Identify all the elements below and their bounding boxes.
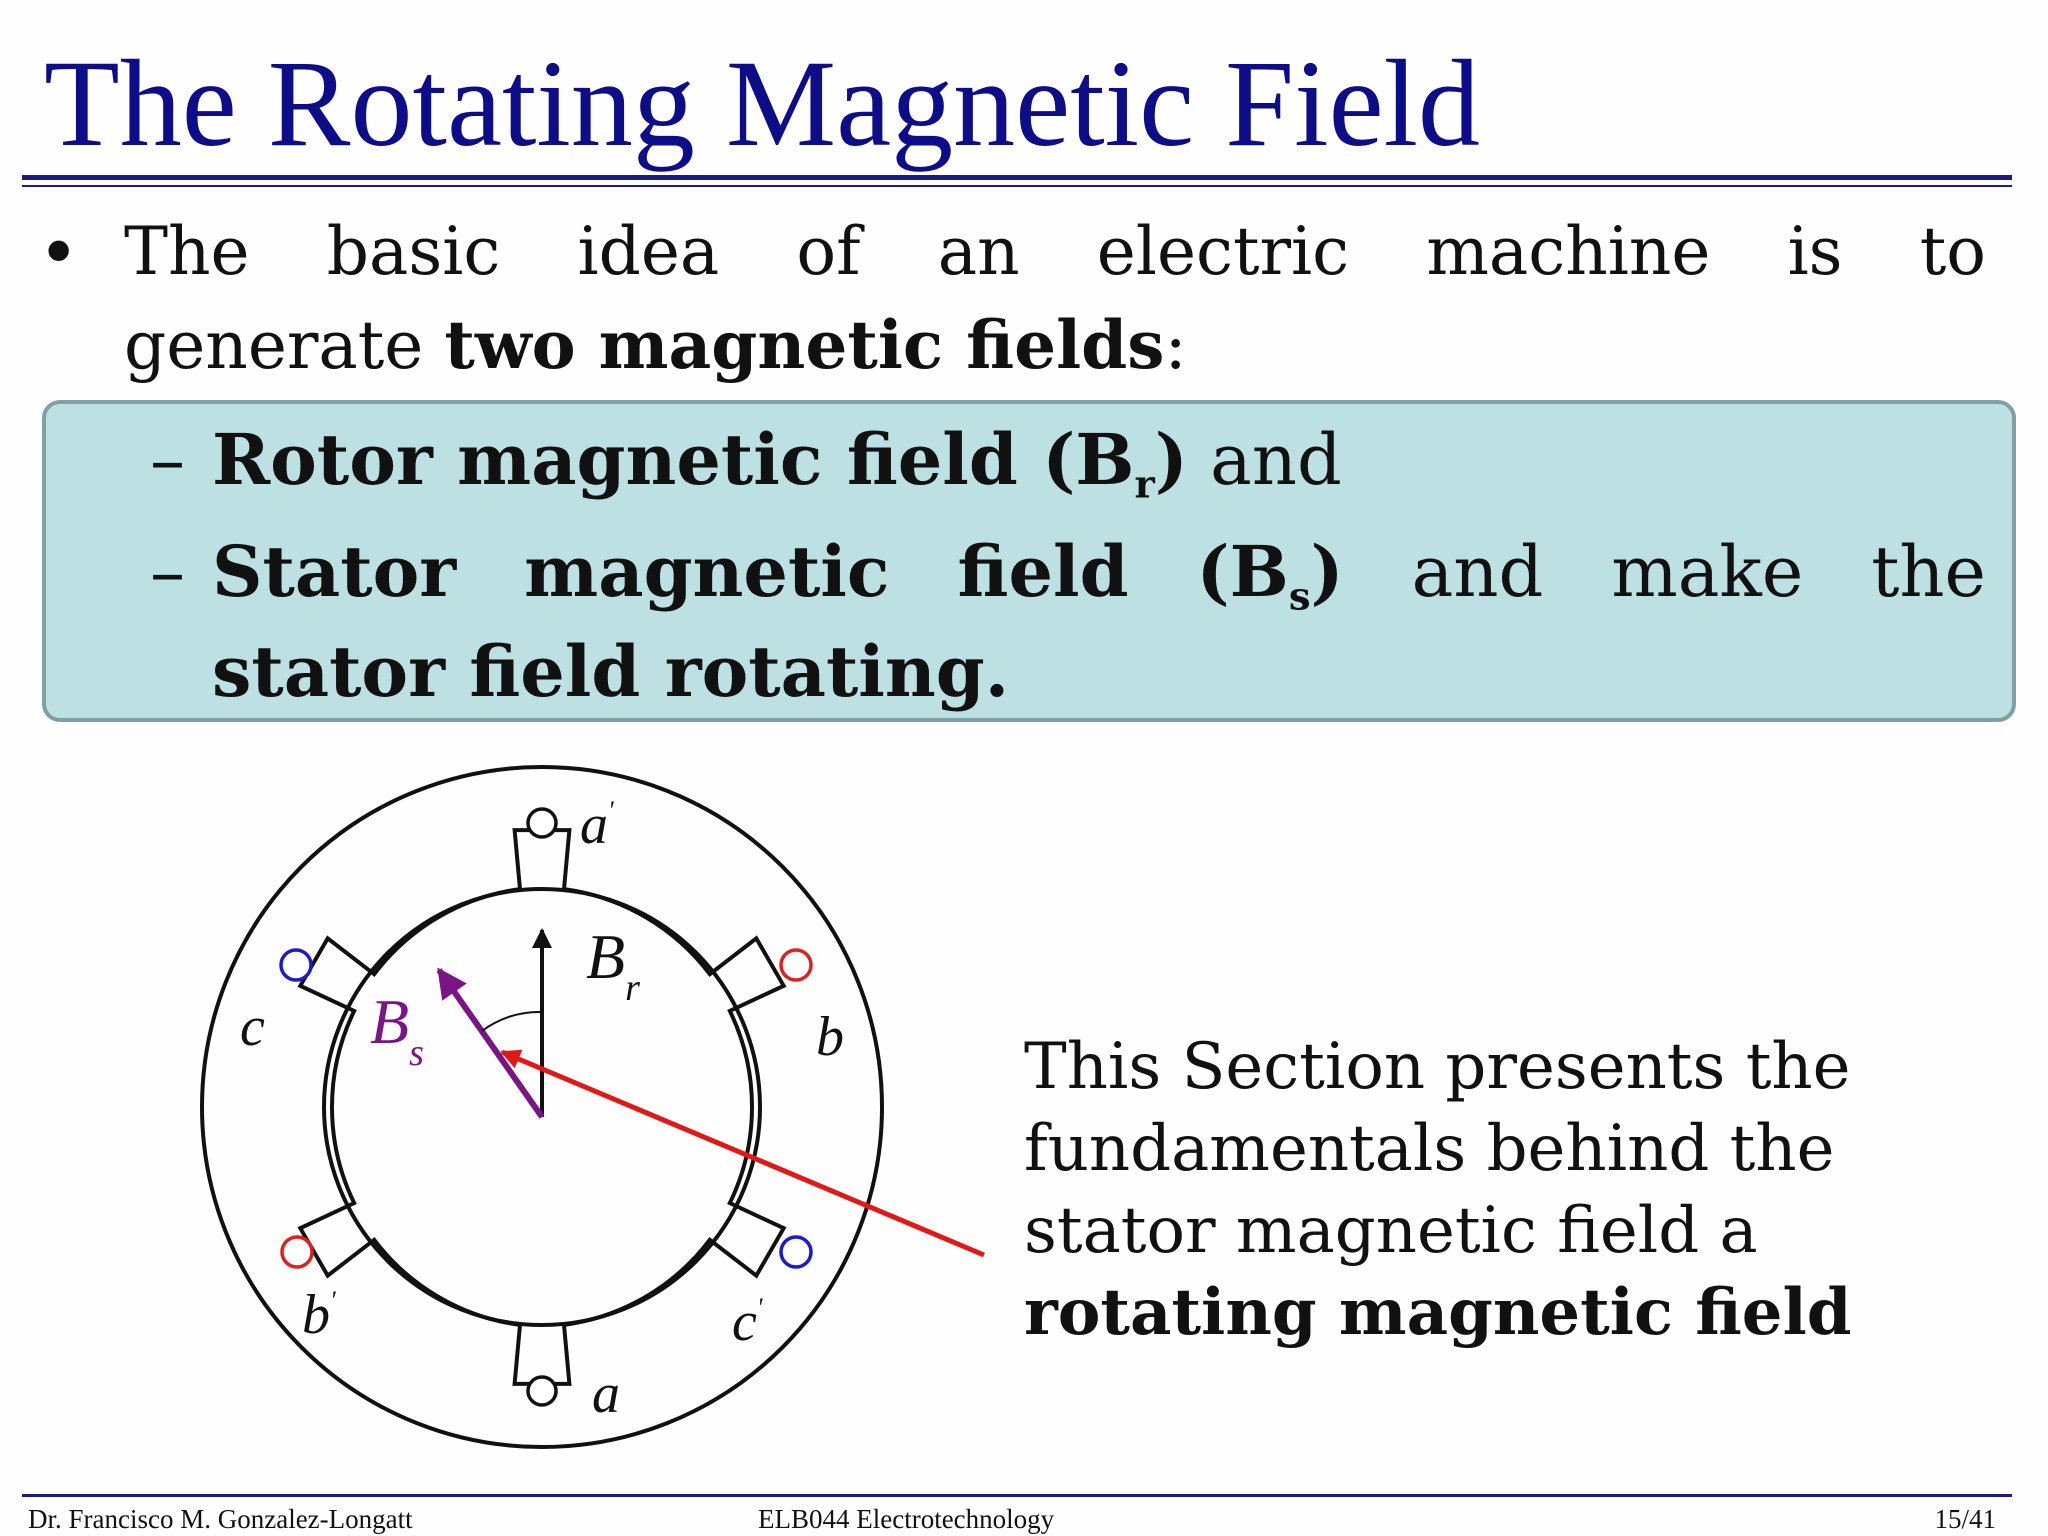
bs-label: Bs: [370, 986, 424, 1074]
label-b: b: [816, 1006, 844, 1068]
footer-rule: [22, 1494, 2012, 1497]
text: generate: [124, 307, 424, 384]
dash: –: [150, 419, 185, 501]
stator-outer-circle: [200, 765, 884, 1449]
word: the: [1871, 531, 1986, 613]
note-line: stator magnetic field a: [1024, 1194, 1758, 1268]
stator-close: ): [1310, 530, 1344, 613]
footer-course: ELB044 Electrotechnology: [758, 1504, 1055, 1534]
footer-page-number: 15/41: [1934, 1504, 1996, 1534]
emphasis: stator field rotating.: [212, 630, 1010, 713]
subitem-stator: –Stator magnetic field (Bs) and make the: [150, 520, 1986, 624]
callout-arrow: [500, 1049, 985, 1258]
br-label: Br: [586, 921, 640, 1009]
stator-subscript: s: [1288, 574, 1311, 620]
subitem-rotor: –Rotor magnetic field (Br) and: [150, 408, 1342, 512]
emphasis: two magnetic fields: [444, 306, 1165, 384]
label-a: a: [592, 1363, 620, 1425]
conductor-a: [526, 1375, 558, 1407]
rotor-subscript: r: [1134, 462, 1155, 508]
conductor-c-prime: [779, 1235, 813, 1269]
label-a-prime: a': [580, 794, 614, 856]
label-b-prime: b': [302, 1284, 336, 1346]
dash: –: [150, 531, 185, 613]
angle-arc: [481, 1010, 543, 1032]
title-rule: [22, 175, 2012, 180]
bullet-line-2: generate two magnetic fields:: [124, 296, 1986, 395]
highlight-box: [42, 400, 2016, 722]
bullet-dot: •: [38, 212, 80, 294]
word: to: [1919, 213, 1986, 290]
rotor-suffix: and: [1210, 419, 1342, 501]
stator-symbol: (Bs): [1197, 520, 1344, 624]
word: basic: [326, 213, 501, 290]
machine-diagram: a' a b b' c c' Br Bs: [200, 765, 985, 1449]
word: and: [1411, 531, 1544, 613]
conductor-a-prime: [526, 807, 558, 839]
stator-first: –Stator: [150, 520, 456, 624]
punct: :: [1164, 307, 1187, 384]
rotor-close: ): [1154, 418, 1188, 501]
bullet-line-1: The basic idea of an electric machine is…: [124, 203, 1986, 301]
note-line-bold: rotating magnetic field: [1024, 1275, 1852, 1350]
slide-title: The Rotating Magnetic Field: [44, 35, 1481, 172]
word: is: [1787, 213, 1843, 290]
subitem-stator-line2: stator field rotating.: [212, 620, 1009, 724]
section-note: This Section presents the fundamentals b…: [1024, 1026, 1924, 1354]
conductor-b-prime: [280, 1235, 314, 1269]
bs-vector: [436, 967, 545, 1119]
title-rule-thin: [22, 185, 2012, 187]
word: idea: [577, 213, 720, 290]
word: of: [796, 213, 861, 290]
conductor-c: [279, 948, 313, 982]
label-c-prime: c': [732, 1291, 763, 1353]
label-c: c: [240, 996, 265, 1058]
note-line: This Section presents the: [1024, 1030, 1851, 1104]
word: Stator: [212, 530, 457, 613]
rotor-label: Rotor magnetic field (Br): [212, 418, 1188, 504]
word: electric: [1096, 213, 1350, 290]
conductor-b: [779, 948, 813, 982]
word: field: [957, 530, 1129, 613]
rotor-circle: [322, 887, 762, 1327]
word: machine: [1426, 213, 1711, 290]
word: an: [937, 213, 1020, 290]
word: make: [1611, 531, 1804, 613]
word: The: [124, 213, 250, 290]
note-line: fundamentals behind the: [1024, 1112, 1835, 1186]
rotor-text: Rotor magnetic field (B: [212, 418, 1135, 501]
stator-b: (B: [1196, 530, 1289, 613]
footer-author: Dr. Francisco M. Gonzalez-Longatt: [28, 1504, 413, 1534]
word: magnetic: [524, 530, 890, 613]
